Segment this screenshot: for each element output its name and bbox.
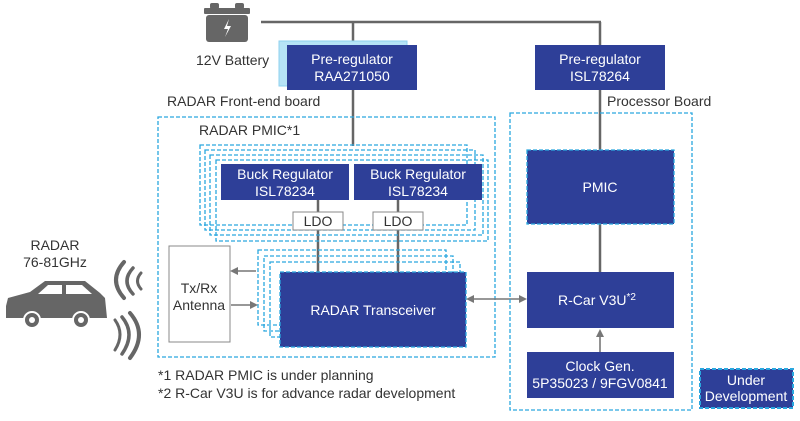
- pmic-block: PMIC: [526, 149, 675, 225]
- svg-text:ISL78264: ISL78264: [570, 68, 630, 84]
- legend-under-development: Under Development: [699, 368, 794, 409]
- svg-text:5P35023 / 9FGV0841: 5P35023 / 9FGV0841: [532, 375, 668, 391]
- power-lines: [261, 20, 602, 272]
- svg-text:R-Car V3U*2: R-Car V3U*2: [558, 292, 636, 308]
- battery-icon: [204, 3, 250, 42]
- buck-regulator-1: Buck Regulator ISL78234: [221, 164, 349, 200]
- front-end-board-label: RADAR Front-end board: [167, 93, 320, 109]
- svg-text:Tx/Rx: Tx/Rx: [181, 280, 218, 296]
- ldo-1: LDO: [292, 211, 344, 231]
- battery-label: 12V Battery: [196, 52, 269, 68]
- processor-board-frame: [509, 112, 693, 411]
- svg-text:LDO: LDO: [304, 213, 333, 229]
- r-car-v3u-block: R-Car V3U*2: [527, 272, 674, 328]
- svg-text:RAA271050: RAA271050: [314, 68, 390, 84]
- radar-frequency: 76-81GHz: [23, 254, 87, 270]
- processor-board-label: Processor Board: [607, 93, 711, 109]
- svg-text:Buck Regulator: Buck Regulator: [237, 166, 333, 182]
- svg-text:Pre-regulator: Pre-regulator: [559, 51, 641, 67]
- footnote-1: *1 RADAR PMIC is under planning: [158, 367, 374, 383]
- svg-text:Pre-regulator: Pre-regulator: [311, 51, 393, 67]
- svg-text:Under: Under: [727, 372, 765, 388]
- svg-text:ISL78234: ISL78234: [255, 183, 315, 199]
- tx-rx-antenna: Tx/Rx Antenna: [168, 245, 231, 343]
- clock-gen-block: Clock Gen. 5P35023 / 9FGV0841: [527, 352, 674, 398]
- radar-pmic-label: RADAR PMIC*1: [199, 122, 300, 138]
- car-icon: [6, 281, 107, 329]
- svg-text:PMIC: PMIC: [583, 179, 618, 195]
- radar-label: RADAR: [30, 237, 79, 253]
- pre-regulator-raa271050: Pre-regulator RAA271050: [278, 40, 417, 90]
- svg-text:Development: Development: [705, 388, 788, 404]
- radar-transceiver-label: RADAR Transceiver: [310, 302, 436, 318]
- svg-text:LDO: LDO: [384, 213, 413, 229]
- ldo-2: LDO: [372, 211, 424, 231]
- svg-text:Buck Regulator: Buck Regulator: [370, 166, 466, 182]
- pre-regulator-isl78264: Pre-regulator ISL78264: [535, 45, 665, 90]
- svg-text:ISL78234: ISL78234: [388, 183, 448, 199]
- svg-text:Clock Gen.: Clock Gen.: [565, 358, 634, 374]
- radar-transceiver-stack: RADAR Transceiver: [257, 249, 467, 348]
- radar-wave-icon: [113, 260, 143, 360]
- footnote-2: *2 R-Car V3U is for advance radar develo…: [158, 385, 455, 401]
- buck-regulator-2: Buck Regulator ISL78234: [354, 164, 482, 200]
- svg-text:Antenna: Antenna: [173, 297, 225, 313]
- front-end-board-frame: [157, 116, 496, 358]
